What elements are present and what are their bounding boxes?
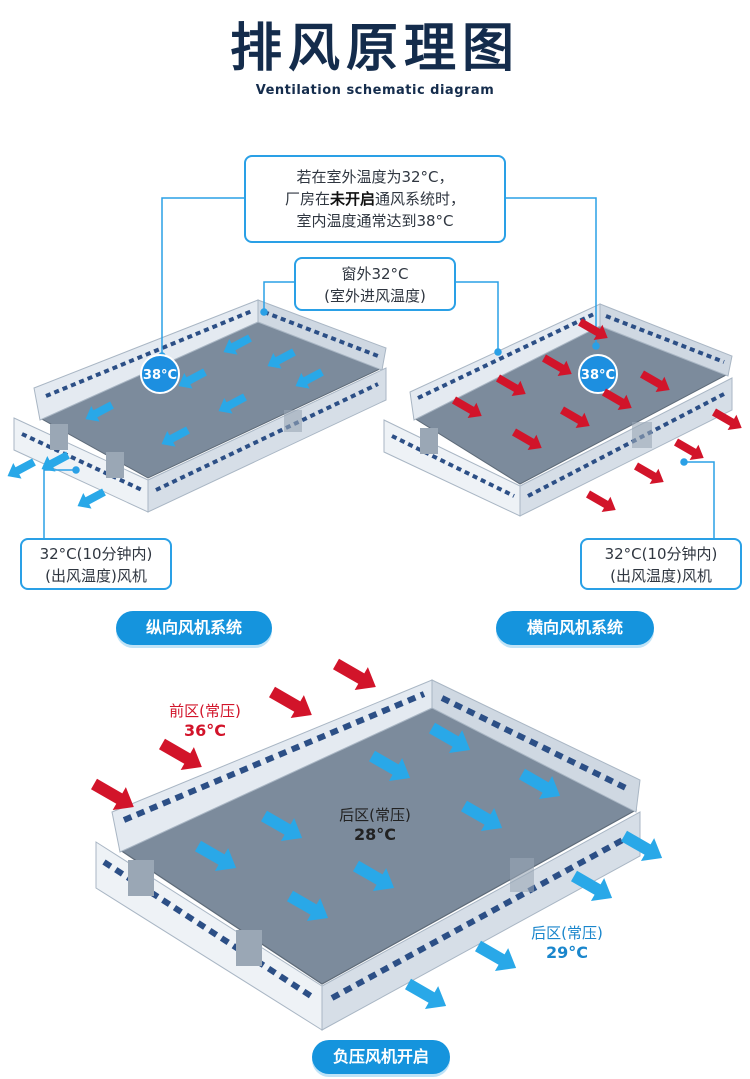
cool-arrow-b3-10 (475, 940, 517, 972)
hot-arrow-b2-1 (542, 354, 572, 377)
cool-arrow-b3-5 (195, 840, 237, 872)
callout-window-line2: (室外进风温度) (324, 287, 426, 305)
cool-arrow-b1-5 (161, 426, 190, 447)
callout-indoor-line2-bold: 未开启 (329, 190, 375, 208)
zone-rear-temp: 29°C (545, 943, 588, 962)
cool-arrow-b3-8 (621, 830, 663, 862)
hot-arrow-b3-3 (91, 778, 134, 811)
airflow-arrows (7, 318, 742, 1010)
zone-rear-name: 后区(常压) (531, 924, 603, 942)
building-negative (95, 679, 641, 1031)
hot-arrow-b2-3 (640, 370, 670, 393)
cool-arrow-b1-6 (85, 401, 114, 422)
zone-front-name: 前区(常压) (169, 702, 241, 720)
cool-arrow-b1-9 (77, 488, 106, 509)
callout-exhaust-right: 32°C(10分钟内) (出风温度)风机 (580, 538, 742, 590)
hot-arrow-b2-5 (452, 396, 482, 419)
badge-left-text: 38°C (143, 368, 177, 383)
badge-left (140, 354, 180, 394)
zone-middle-temp: 28°C (353, 825, 396, 844)
zone-front-temp: 36°C (183, 721, 226, 740)
page-title: 排风原理图 (229, 19, 520, 79)
hot-arrow-b2-7 (512, 428, 542, 451)
cool-arrow-b1-7 (41, 451, 70, 472)
cool-arrow-b3-6 (353, 860, 395, 892)
cool-arrow-b1-8 (7, 458, 36, 479)
zone-middle-name: 后区(常压) (339, 806, 411, 824)
callout-indoor-temp: 若在室外温度为32°C， 厂房在未开启通风系统时， 室内温度通常达到38°C (244, 155, 506, 243)
hot-arrow-b2-0 (578, 318, 608, 341)
hot-arrow-b2-6 (560, 406, 590, 429)
hot-arrow-b2-9 (674, 438, 704, 461)
callout-exhaust-right-line2: (出风温度)风机 (610, 567, 712, 585)
connector-lines (43, 197, 715, 538)
page-subtitle: Ventilation schematic diagram (255, 83, 495, 98)
hot-arrow-b2-4 (602, 388, 632, 411)
cool-arrow-b1-2 (295, 368, 324, 389)
label-transverse-system: 横向风机系统 (496, 611, 654, 645)
hot-arrow-b2-10 (634, 462, 664, 485)
cool-arrow-b3-11 (405, 978, 447, 1010)
hot-arrow-b2-11 (586, 490, 616, 513)
zone-middle: 后区(常压) 28°C (320, 806, 430, 844)
cool-arrow-b1-1 (267, 348, 296, 369)
callout-exhaust-left-line2: (出风温度)风机 (45, 567, 147, 585)
callout-window-temp: 窗外32°C (室外进风温度) (294, 257, 456, 311)
cool-arrow-b3-3 (461, 800, 503, 832)
callout-indoor-line1: 若在室外温度为32°C， (296, 168, 454, 186)
cool-arrow-b3-1 (369, 750, 411, 782)
hot-arrow-b3-2 (159, 738, 202, 771)
badge-right (578, 354, 618, 394)
callout-indoor-line2-post: 通风系统时， (375, 190, 466, 208)
label-longitudinal-system: 纵向风机系统 (116, 611, 272, 645)
building-transverse (383, 303, 733, 517)
cool-arrow-b3-2 (519, 768, 561, 800)
callout-exhaust-right-line1: 32°C(10分钟内) (604, 545, 718, 563)
cool-arrow-b3-4 (261, 810, 303, 842)
callout-indoor-line3: 室内温度通常达到38°C (296, 212, 454, 230)
cool-arrow-b1-3 (178, 368, 207, 389)
callout-window-line1: 窗外32°C (341, 265, 409, 283)
callout-exhaust-left-line1: 32°C(10分钟内) (39, 545, 153, 563)
building-longitudinal (13, 299, 387, 513)
callout-indoor-line2-pre: 厂房在 (284, 190, 330, 208)
badge-right-text: 38°C (581, 368, 615, 383)
hot-arrow-b2-2 (496, 374, 526, 397)
hot-arrow-b3-1 (269, 686, 312, 719)
cool-arrow-b1-4 (218, 393, 247, 414)
cool-arrow-b1-0 (223, 334, 252, 355)
cool-arrow-b3-7 (287, 890, 329, 922)
zone-rear: 后区(常压) 29°C (512, 924, 622, 962)
cool-arrow-b3-9 (571, 870, 613, 902)
hot-arrow-b2-8 (712, 408, 742, 431)
zone-front: 前区(常压) 36°C (150, 702, 260, 740)
callout-exhaust-left: 32°C(10分钟内) (出风温度)风机 (20, 538, 172, 590)
cool-arrow-b3-0 (429, 722, 471, 754)
callout-indoor-line2: 厂房在未开启通风系统时， (246, 188, 504, 210)
hot-arrow-b3-0 (333, 658, 376, 691)
label-negative-pressure: 负压风机开启 (312, 1040, 450, 1074)
